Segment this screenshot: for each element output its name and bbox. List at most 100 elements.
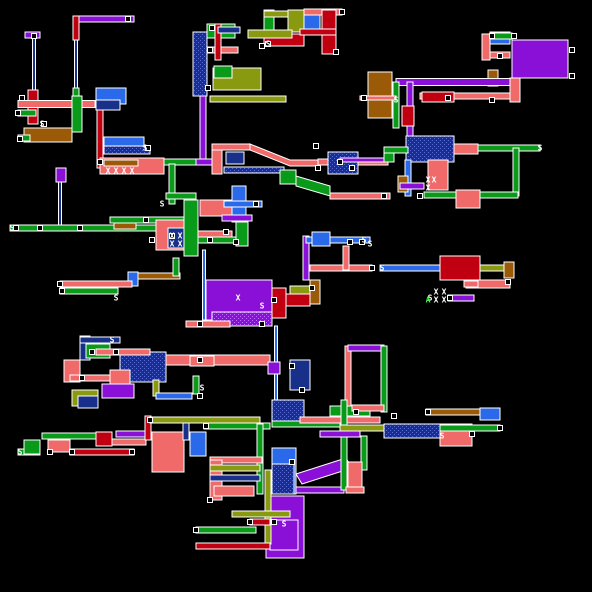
door-square-icon bbox=[41, 121, 47, 127]
door-square-icon bbox=[31, 33, 37, 39]
door-square-icon bbox=[197, 321, 203, 327]
corridor bbox=[351, 404, 385, 412]
map-room bbox=[247, 29, 293, 39]
save-station-icon: S bbox=[380, 264, 385, 273]
door-square-icon bbox=[37, 225, 43, 231]
door-square-icon bbox=[349, 165, 355, 171]
door-square-icon bbox=[353, 409, 359, 415]
door-square-icon bbox=[205, 85, 211, 91]
map-room bbox=[225, 151, 245, 165]
corridor bbox=[113, 222, 137, 230]
door-square-icon bbox=[193, 527, 199, 533]
corridor bbox=[59, 280, 133, 288]
corridor bbox=[383, 146, 409, 154]
save-station-icon: S bbox=[266, 40, 271, 49]
map-room bbox=[71, 95, 83, 133]
item-x-icon: X bbox=[170, 240, 175, 249]
door-square-icon bbox=[497, 53, 503, 59]
corridor bbox=[347, 344, 385, 352]
corridor bbox=[305, 236, 371, 244]
map-room bbox=[151, 431, 185, 473]
save-station-icon: S bbox=[282, 520, 287, 529]
corridor bbox=[249, 143, 319, 167]
door-square-icon bbox=[469, 431, 475, 437]
door-square-icon bbox=[511, 33, 517, 39]
door-square-icon bbox=[89, 349, 95, 355]
door-square-icon bbox=[265, 41, 271, 47]
map-room bbox=[271, 463, 295, 495]
map-room bbox=[509, 77, 521, 103]
corridor bbox=[380, 345, 388, 413]
map-room bbox=[479, 407, 501, 421]
corridor bbox=[302, 235, 310, 281]
save-station-icon: S bbox=[160, 200, 165, 209]
map-room bbox=[455, 189, 481, 209]
save-station-icon: S bbox=[18, 448, 23, 457]
map-room bbox=[109, 369, 131, 385]
door-square-icon bbox=[445, 95, 451, 101]
corridor bbox=[512, 147, 520, 197]
corridor bbox=[309, 264, 373, 272]
corridor bbox=[339, 157, 385, 163]
map-room bbox=[271, 399, 305, 423]
map-room bbox=[55, 167, 67, 183]
map-room bbox=[279, 169, 297, 185]
corridor bbox=[463, 280, 479, 288]
save-station-icon: S bbox=[368, 240, 373, 249]
map-room bbox=[183, 199, 199, 257]
save-station-icon: S bbox=[362, 236, 367, 245]
save-station-icon: S bbox=[394, 96, 399, 105]
item-x-icon: X bbox=[442, 296, 447, 305]
door-square-icon bbox=[113, 349, 119, 355]
save-station-icon: S bbox=[110, 336, 115, 345]
corridor bbox=[425, 408, 481, 416]
corridor bbox=[41, 432, 101, 440]
map-room bbox=[267, 361, 281, 375]
map-room bbox=[367, 71, 393, 119]
door-square-icon bbox=[381, 193, 387, 199]
door-square-icon bbox=[59, 288, 65, 294]
save-station-icon: S bbox=[114, 294, 119, 303]
corridor bbox=[399, 182, 425, 190]
corridor bbox=[319, 430, 361, 438]
map-room bbox=[95, 431, 113, 447]
corridor bbox=[329, 192, 391, 200]
item-x-icon: X bbox=[122, 167, 127, 176]
door-square-icon bbox=[129, 449, 135, 455]
item-x-icon: X bbox=[442, 288, 447, 297]
map-room bbox=[213, 485, 255, 497]
corridor bbox=[295, 175, 331, 197]
corridor bbox=[209, 95, 287, 103]
corridor bbox=[299, 416, 381, 424]
item-x-icon: X bbox=[426, 176, 431, 185]
corridor bbox=[72, 15, 80, 41]
map-room bbox=[405, 135, 455, 163]
corridor bbox=[221, 214, 253, 222]
door-square-icon bbox=[47, 449, 53, 455]
door-square-icon bbox=[247, 519, 253, 525]
corridor bbox=[115, 430, 149, 438]
map-room bbox=[439, 255, 481, 281]
corridor bbox=[168, 163, 176, 205]
door-square-icon bbox=[223, 229, 229, 235]
door-square-icon bbox=[347, 239, 353, 245]
door-square-icon bbox=[79, 375, 85, 381]
item-x-icon: X bbox=[178, 232, 183, 241]
map-room bbox=[309, 279, 321, 305]
map-room bbox=[289, 285, 311, 295]
door-square-icon bbox=[339, 9, 345, 15]
map-room bbox=[311, 231, 331, 247]
door-square-icon bbox=[569, 73, 575, 79]
corridor bbox=[340, 399, 348, 491]
map-room bbox=[427, 159, 449, 191]
map-room bbox=[453, 143, 479, 155]
door-square-icon bbox=[447, 295, 453, 301]
door-square-icon bbox=[489, 33, 495, 39]
corridor bbox=[477, 144, 541, 152]
save-station-icon: S bbox=[200, 384, 205, 393]
item-x-icon: X bbox=[236, 294, 241, 303]
corridor bbox=[165, 192, 197, 200]
door-square-icon bbox=[207, 237, 213, 243]
map-room bbox=[77, 395, 99, 409]
